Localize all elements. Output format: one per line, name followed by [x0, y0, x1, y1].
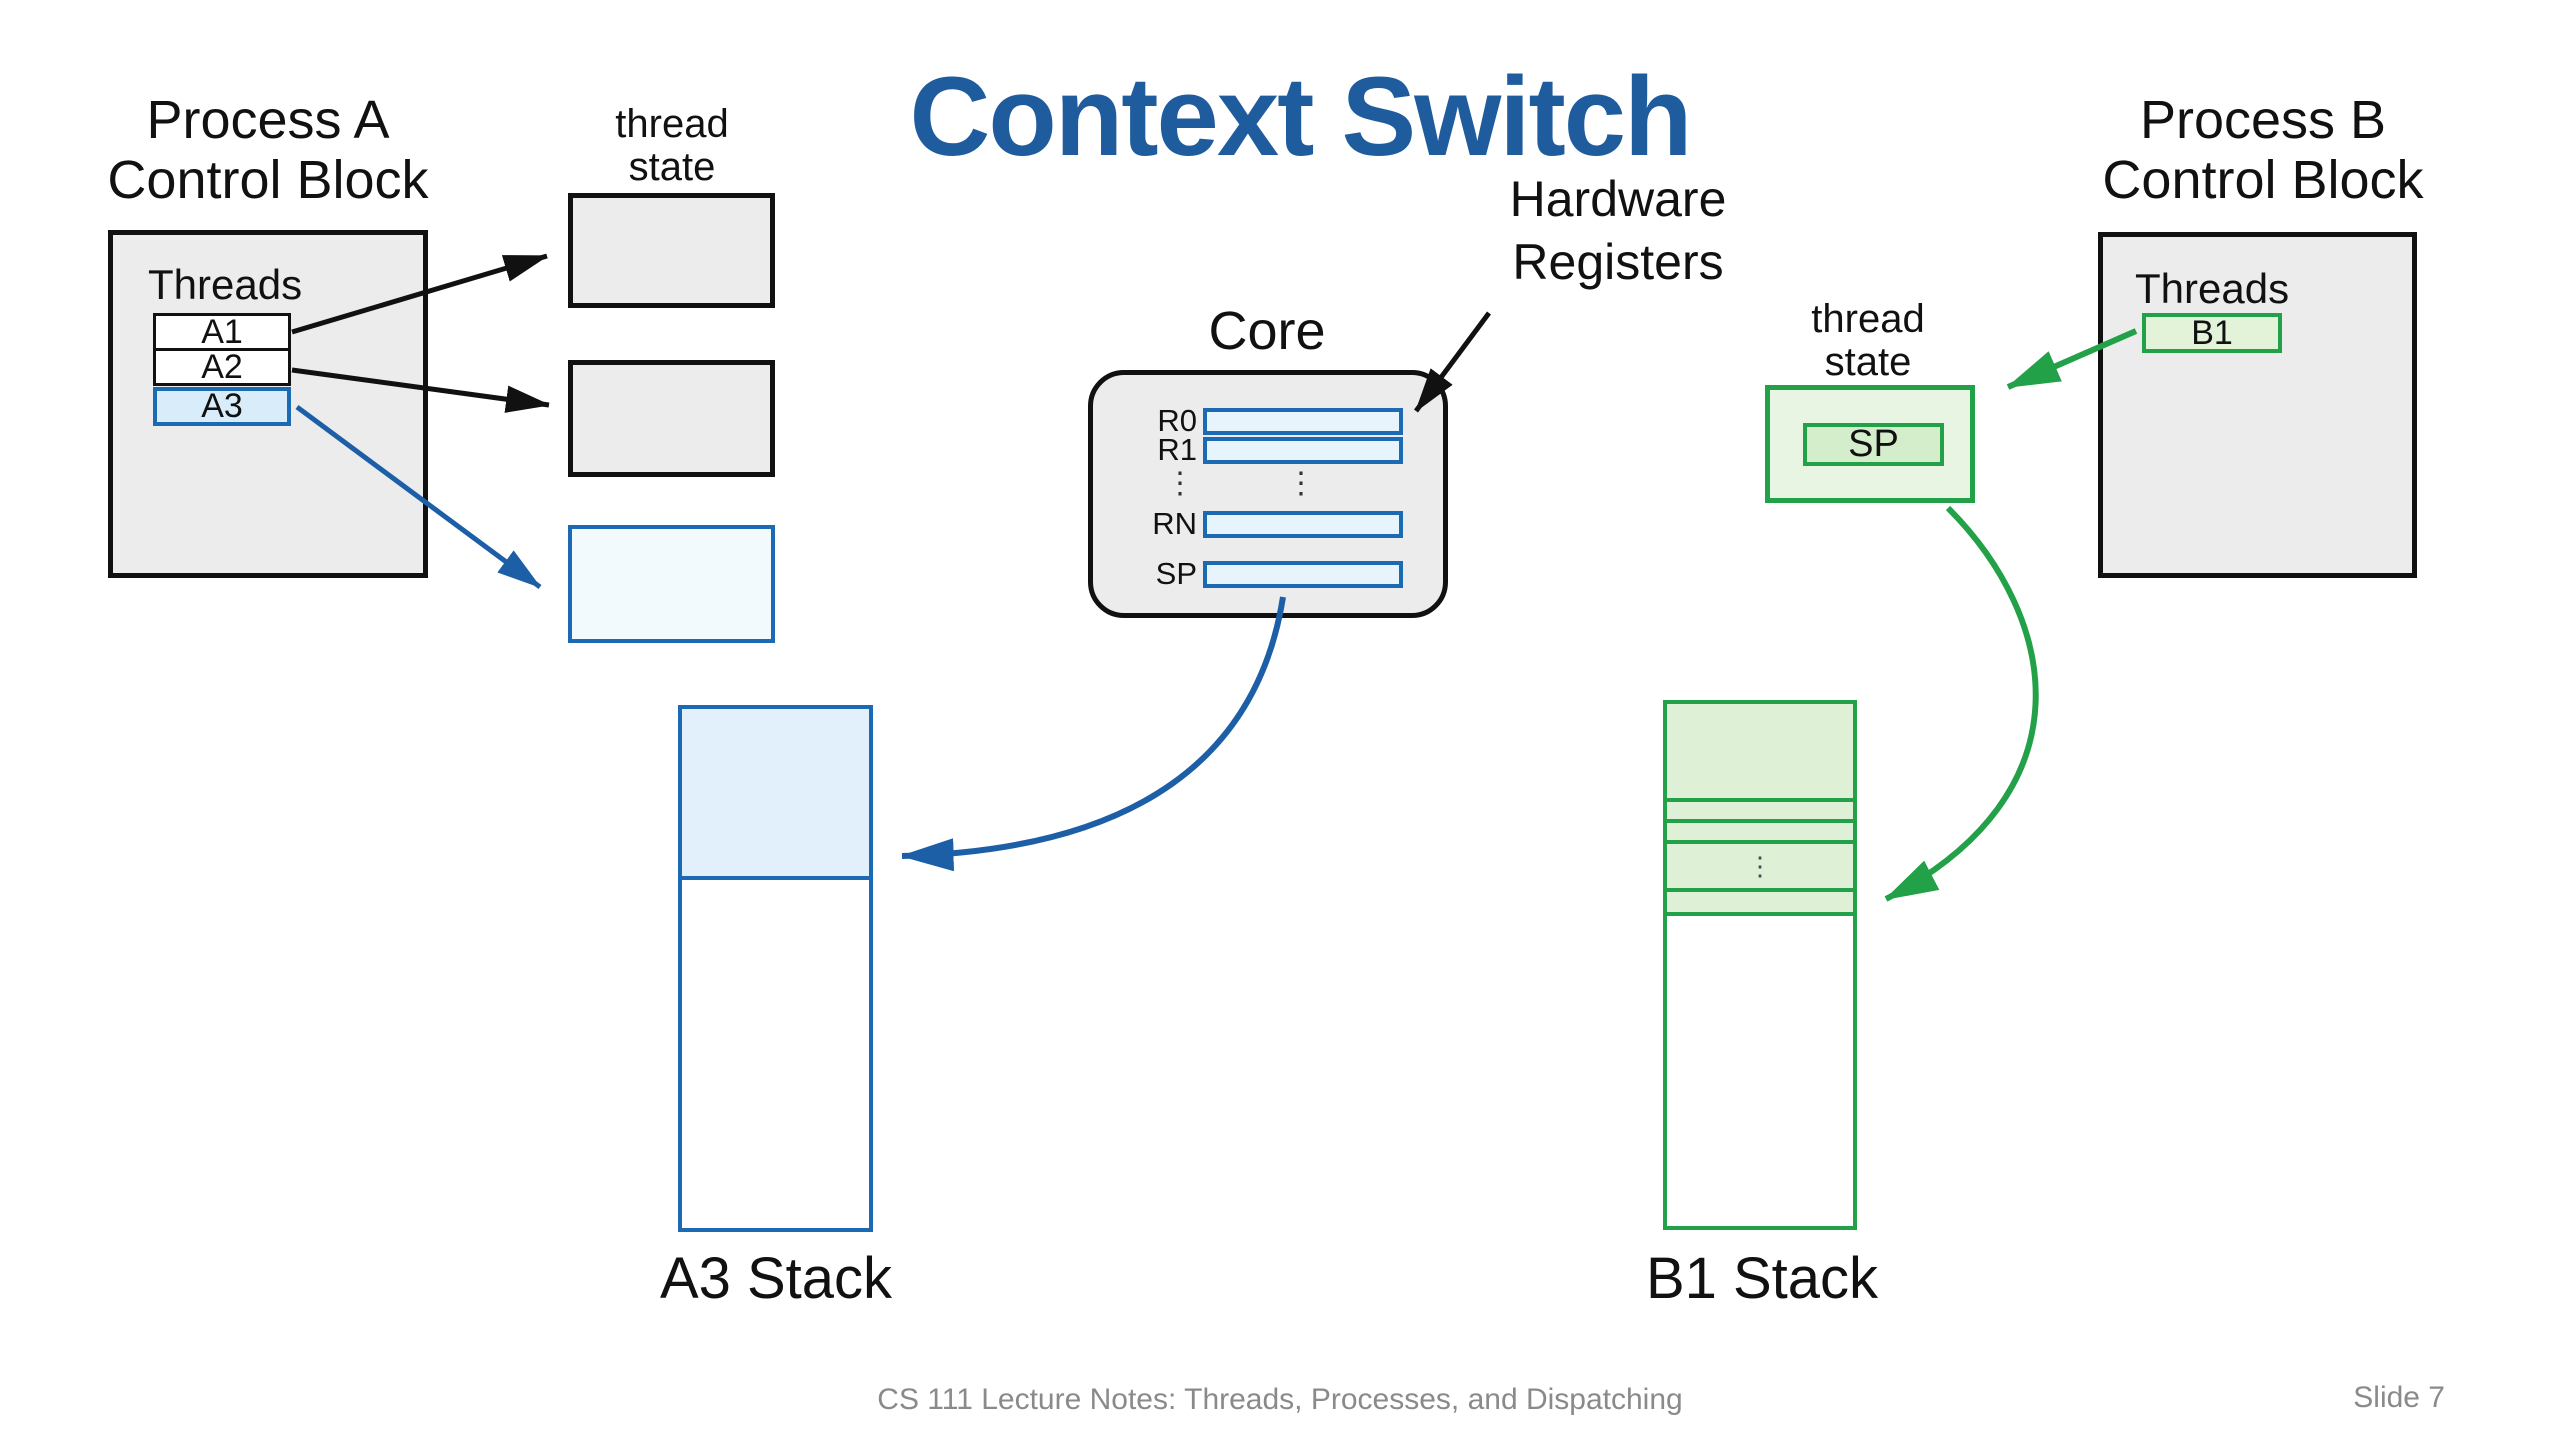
thread-row-a1: A1: [153, 313, 291, 351]
thread-state-right-line1: thread: [1811, 297, 1925, 341]
core-label: Core: [1208, 301, 1326, 361]
process-b-heading: Process B Control Block: [2033, 90, 2493, 210]
b1-stack-frame-ellipsis: ⋮: [1667, 844, 1853, 892]
thread-state-box-b1: SP: [1765, 385, 1975, 503]
arrow-core-sp-to-a3-stack: [901, 596, 1286, 856]
a3-stack-used-region: [682, 709, 869, 880]
process-b-control-block: Threads B1: [2098, 232, 2417, 578]
register-row-r0: R0: [1113, 403, 1403, 439]
thread-state-label-left: thread state: [562, 103, 782, 189]
thread-state-left-line1: thread: [615, 102, 729, 146]
thread-state-label-right: thread state: [1758, 298, 1978, 384]
b1-stack-frame: [1667, 892, 1853, 916]
thread-row-a3: A3: [153, 387, 291, 426]
process-a-thread-list: A1 A2 A3: [153, 313, 291, 426]
thread-state-box-a2: [568, 360, 775, 477]
thread-state-box-a1: [568, 193, 775, 308]
saved-sp-box: SP: [1803, 423, 1944, 466]
thread-state-left-line2: state: [628, 145, 716, 189]
hardware-registers-line2: Registers: [1512, 234, 1724, 290]
b1-stack-label: B1 Stack: [1645, 1246, 1879, 1311]
process-a-control-block: Threads A1 A2 A3: [108, 230, 428, 578]
b1-stack: ⋮: [1663, 700, 1857, 1230]
register-bar-r1: [1203, 436, 1403, 464]
footer-caption: CS 111 Lecture Notes: Threads, Processes…: [877, 1383, 1683, 1416]
hardware-registers-line1: Hardware: [1509, 171, 1727, 227]
a3-stack: [678, 705, 873, 1232]
core-box: R0 R1 ⋮ ⋮ RN SP: [1088, 370, 1448, 618]
register-bar-r0: [1203, 407, 1403, 435]
register-bar-sp: [1203, 560, 1403, 588]
vertical-ellipsis: ⋮: [1165, 467, 1195, 500]
process-b-heading-line2: Control Block: [2102, 150, 2424, 210]
process-a-heading-line2: Control Block: [107, 150, 429, 210]
page-title: Context Switch: [909, 54, 1693, 179]
process-a-threads-label: Threads: [148, 261, 303, 308]
thread-state-box-a3: [568, 525, 775, 643]
register-row-rn: RN: [1113, 506, 1403, 542]
b1-stack-frame: [1667, 823, 1853, 844]
slide-number: Slide 7: [2353, 1381, 2445, 1414]
process-b-heading-line1: Process B: [2139, 90, 2387, 150]
thread-row-a2: A2: [153, 348, 291, 386]
b1-stack-frame: [1667, 704, 1853, 802]
vertical-ellipsis: ⋮: [1286, 467, 1316, 500]
register-name-rn: RN: [1152, 506, 1197, 541]
process-a-heading-line1: Process A: [146, 90, 390, 150]
thread-state-right-line2: state: [1824, 340, 1912, 384]
register-name-sp: SP: [1155, 556, 1197, 591]
register-bar-rn: [1203, 510, 1403, 538]
thread-row-b1: B1: [2142, 313, 2282, 353]
register-name-r1: R1: [1157, 432, 1197, 467]
process-b-threads-label: Threads: [2135, 265, 2290, 312]
hardware-registers-label: Hardware Registers: [1458, 168, 1778, 294]
arrow-sp-to-b1-stack: [1886, 505, 2039, 902]
register-row-r1: R1: [1113, 432, 1403, 468]
register-row-sp: SP: [1113, 556, 1403, 592]
register-name-r0: R0: [1157, 403, 1197, 438]
b1-stack-frame: [1667, 802, 1853, 823]
process-a-heading: Process A Control Block: [38, 90, 498, 210]
a3-stack-label: A3 Stack: [659, 1246, 893, 1311]
